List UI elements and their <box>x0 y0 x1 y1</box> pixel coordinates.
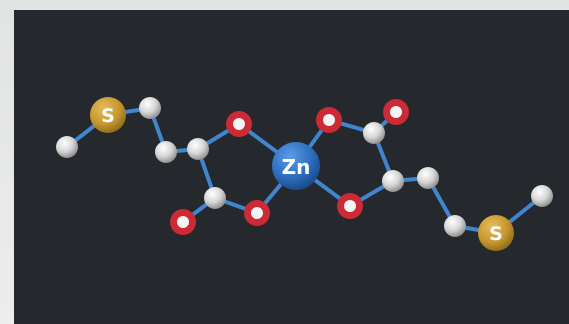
sulfur-atom <box>90 97 126 133</box>
atom-o1 <box>226 111 252 137</box>
sulfur-atom <box>478 215 514 251</box>
atom-label-s2: S <box>489 223 503 245</box>
atom-zn: Zn <box>272 142 320 190</box>
atom-o6 <box>337 193 363 219</box>
atom-c9 <box>444 215 466 237</box>
atom-c10 <box>531 185 553 207</box>
carbon-atom <box>444 215 466 237</box>
carbon-atom <box>363 122 385 144</box>
atom-o2 <box>170 209 196 235</box>
atom-c5 <box>204 187 226 209</box>
atom-c4 <box>187 138 209 160</box>
carbon-atom <box>139 97 161 119</box>
carbon-atom <box>155 141 177 163</box>
atom-c1 <box>56 136 78 158</box>
carbon-atom <box>56 136 78 158</box>
zinc-atom <box>272 142 320 190</box>
atom-s2: S <box>478 215 514 251</box>
oxygen-atom-highlight <box>251 207 263 219</box>
oxygen-atom-highlight <box>177 216 189 228</box>
atom-o5 <box>383 99 409 125</box>
carbon-atom <box>187 138 209 160</box>
atom-c6 <box>363 122 385 144</box>
atom-label-zn: Zn <box>282 155 311 179</box>
oxygen-atom-highlight <box>390 106 402 118</box>
atom-o3 <box>244 200 270 226</box>
carbon-atom <box>417 167 439 189</box>
atom-c3 <box>155 141 177 163</box>
atom-c7 <box>382 170 404 192</box>
atom-s1: S <box>90 97 126 133</box>
atom-c2 <box>139 97 161 119</box>
oxygen-atom-highlight <box>323 114 335 126</box>
oxygen-atom-highlight <box>233 118 245 130</box>
carbon-atom <box>382 170 404 192</box>
atom-c8 <box>417 167 439 189</box>
atom-o4 <box>316 107 342 133</box>
carbon-atom <box>531 185 553 207</box>
carbon-atom <box>204 187 226 209</box>
oxygen-atom-highlight <box>344 200 356 212</box>
atom-label-s1: S <box>101 105 115 127</box>
